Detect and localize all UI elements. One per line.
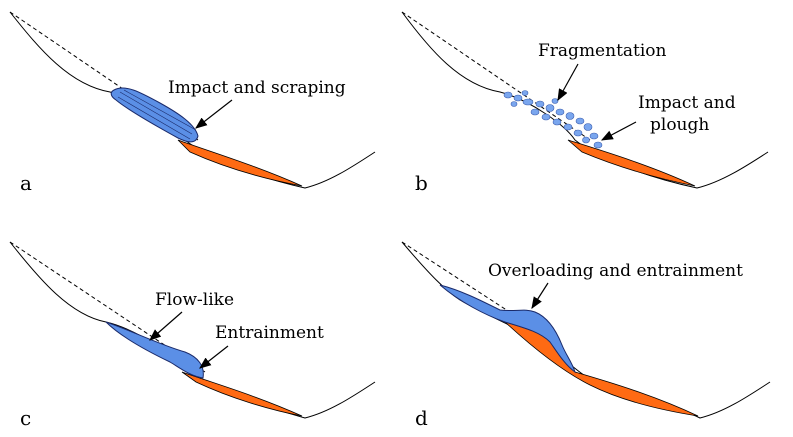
entrained-deposit [567,139,696,187]
arrow-entrainment [199,345,229,369]
label-impact-and: Impact and [638,93,736,113]
arrow-plough [600,121,637,141]
panel-letter-c: c [20,406,31,430]
sliding-block [110,87,199,143]
original-slope-line [401,11,591,141]
label-impact-scraping: Impact and scraping [168,78,346,98]
arrow-overloading [531,282,549,310]
flow-like-mass [105,321,204,379]
panel-a: Impact and scraping a [9,11,376,195]
label-entrainment: Entrainment [215,323,324,343]
slope-profile [401,11,769,189]
fragmented-mass [503,90,603,149]
overloading-mass [439,284,576,374]
label-flow-like: Flow-like [155,290,234,310]
arrow-flow-like [149,311,183,341]
panel-b: Fragmentation Impact and plough b [401,11,769,195]
panel-letter-d: d [415,406,428,430]
panel-d: Overloading and entrainment d [401,241,771,430]
label-fragmentation: Fragmentation [538,41,667,61]
slope-profile [9,11,376,189]
arrow-fragmentation [557,63,579,102]
entrained-deposit [504,321,699,417]
entrained-deposit [181,371,303,417]
panel-c: Flow-like Entrainment c [9,241,376,430]
panel-letter-b: b [415,171,428,195]
entrained-deposit [177,139,303,187]
arrow-impact [195,99,233,129]
label-overloading-entrainment: Overloading and entrainment [488,261,743,281]
panel-letter-a: a [20,171,32,195]
label-plough: plough [650,115,709,135]
